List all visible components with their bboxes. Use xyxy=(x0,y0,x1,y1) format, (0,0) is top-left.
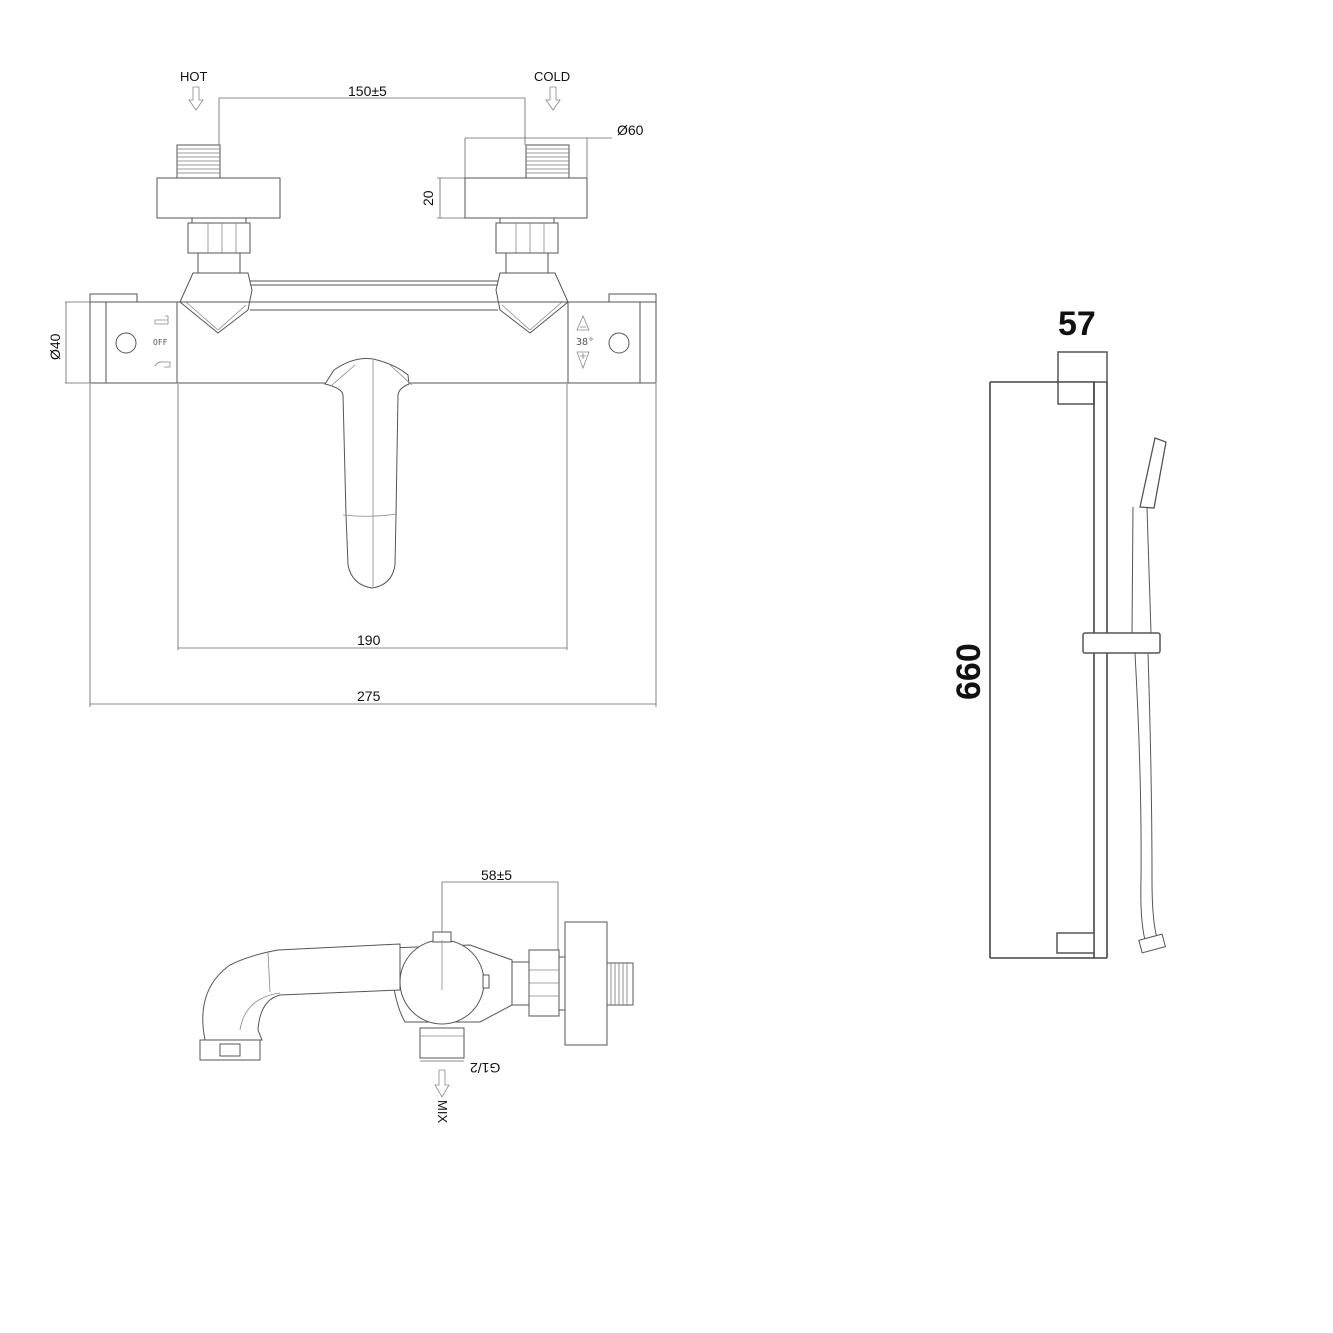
inlet-spacing-dimension: 150±5 xyxy=(348,83,387,99)
temp-up-triangle-icon xyxy=(576,314,590,331)
temp-down-triangle-icon xyxy=(576,351,590,370)
hot-inlet-arrow-icon xyxy=(188,86,204,111)
flange-diameter-dimension: Ø60 xyxy=(617,122,644,138)
shower-head-icon xyxy=(154,361,171,368)
overall-width-dimension: 275 xyxy=(357,688,381,704)
hand-shower-icon xyxy=(1131,437,1167,634)
bracket-width-dimension: 57 xyxy=(1058,305,1096,343)
bath-icon xyxy=(154,315,169,325)
cold-inlet-arrow-icon xyxy=(545,86,561,111)
diverter-off-label: OFF xyxy=(153,338,168,347)
wall-offset-dimension: 58±5 xyxy=(481,867,513,883)
flange-depth-dimension: 20 xyxy=(420,190,436,206)
cold-label: COLD xyxy=(534,69,571,84)
handle-span-dimension: 190 xyxy=(357,632,381,648)
cold-wall-flange xyxy=(464,177,588,219)
rail-height-dimension: 660 xyxy=(950,643,988,700)
mix-outlet-label: MIX xyxy=(435,1100,450,1124)
thermostat-screw-icon xyxy=(608,332,630,354)
side-view xyxy=(199,881,634,1098)
body-diameter-dimension: Ø40 xyxy=(47,333,63,360)
mix-outlet-arrow-icon xyxy=(434,1069,450,1098)
diverter-end-cap xyxy=(89,301,178,384)
shower-rail-view xyxy=(989,351,1167,959)
hot-wall-flange xyxy=(156,177,281,219)
diverter-screw-icon xyxy=(115,332,137,354)
hot-label: HOT xyxy=(180,69,208,84)
thermostat-temp-label: 38° xyxy=(576,337,595,348)
outlet-thread-dimension: G1/2 xyxy=(470,1060,501,1076)
front-view xyxy=(65,86,657,707)
lever-handle xyxy=(324,358,413,589)
rail-slider xyxy=(1082,632,1161,654)
